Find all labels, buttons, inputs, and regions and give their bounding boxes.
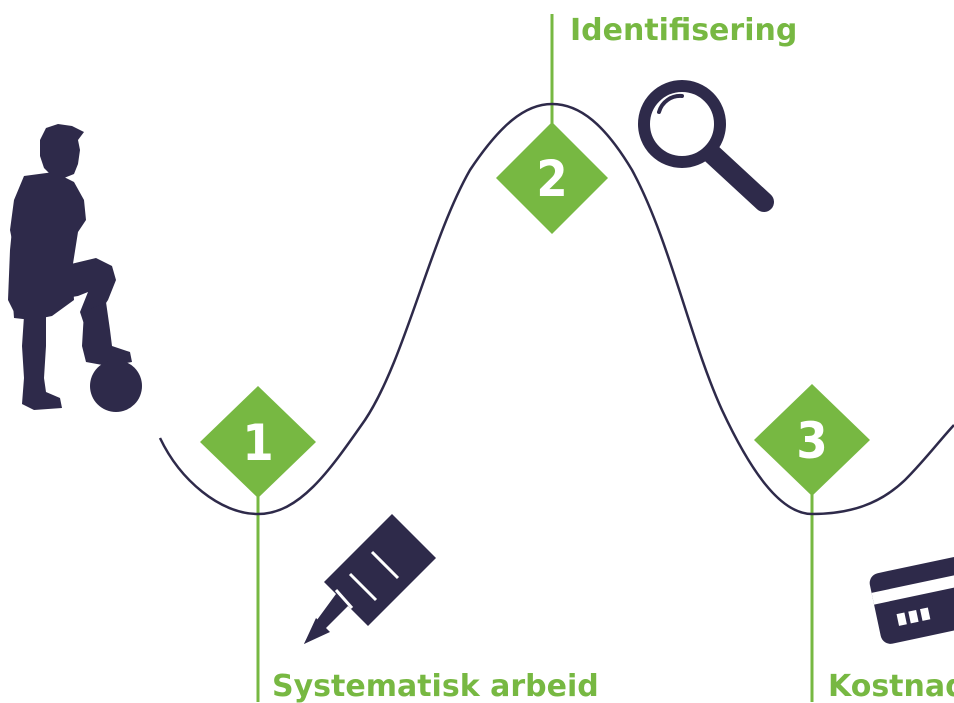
step-1-label: Systematisk arbeid [272,669,599,703]
step-3-marker: 3 [754,384,870,496]
step-3-label: Kostnad [828,669,954,703]
magnifier-icon [638,80,774,212]
step-3-number: 3 [796,412,827,470]
step-2-diamond [496,122,608,234]
step-2-marker: 2 [496,122,608,234]
step-1-number: 1 [242,414,273,472]
step-2-number: 2 [536,150,567,208]
credit-card-icon [869,554,954,644]
step-2-label: Identifisering [570,13,797,48]
pencil-icon [304,514,436,644]
process-curve [158,102,954,516]
step-1-marker: 1 [200,386,316,498]
step-3-diamond [754,384,870,496]
football-player-icon [8,124,142,412]
step-1-diamond [200,386,316,498]
